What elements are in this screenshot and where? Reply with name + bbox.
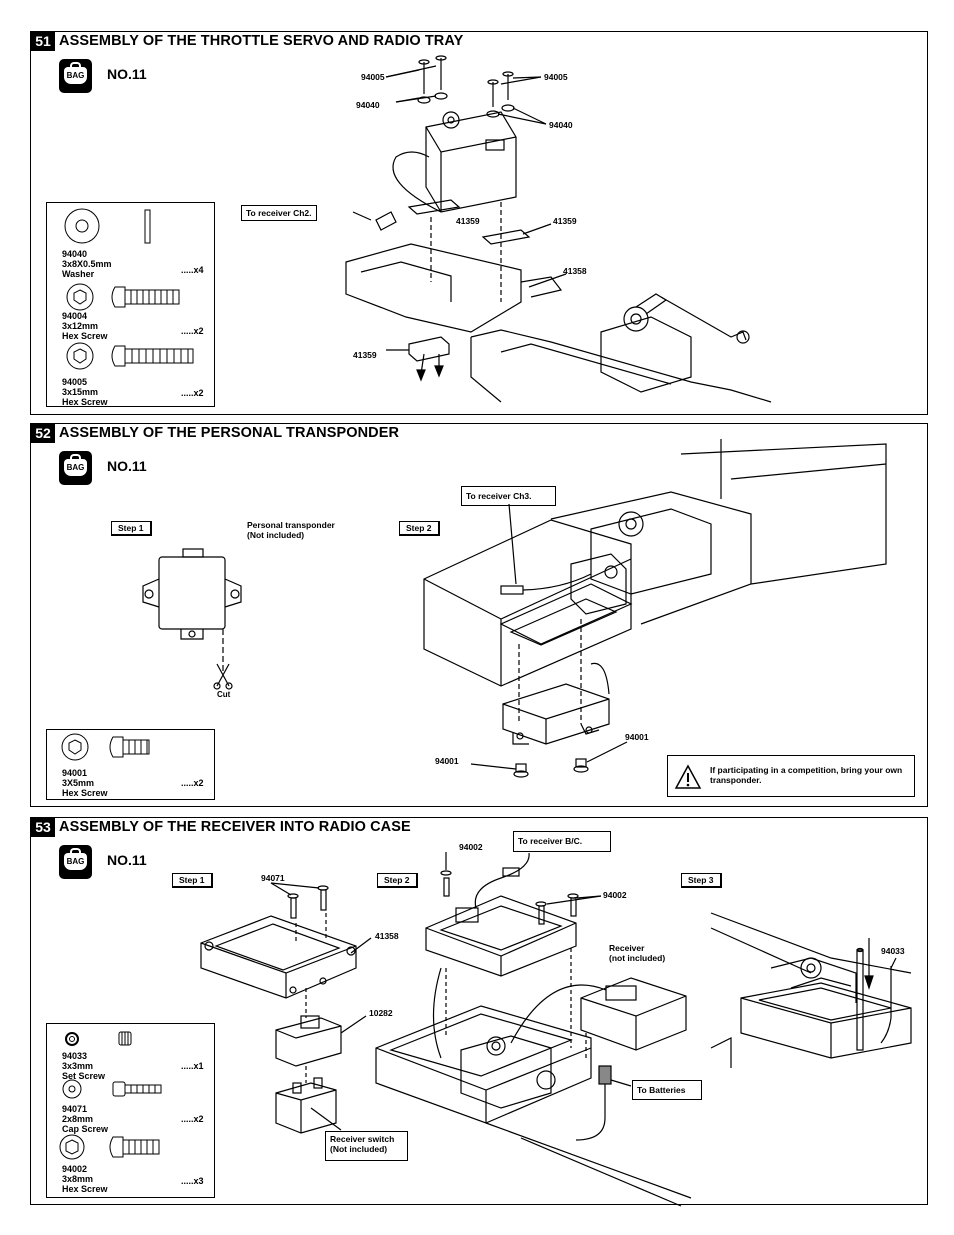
callout-94001: 94001 bbox=[435, 756, 459, 766]
step-2-tag: Step 2 bbox=[399, 521, 440, 536]
bag-icon: BAG bbox=[59, 59, 92, 93]
transponder-label: Personal transponder(Not included) bbox=[247, 520, 335, 540]
callout-94005: 94005 bbox=[544, 72, 568, 82]
parts-icons bbox=[61, 733, 150, 761]
section-number: 52 bbox=[31, 424, 55, 443]
section-title: ASSEMBLY OF THE THROTTLE SERVO AND RADIO… bbox=[59, 33, 464, 49]
bag-number: NO.11 bbox=[107, 852, 147, 868]
transponder-drawing bbox=[142, 439, 887, 778]
step-3-tag: Step 3 bbox=[681, 873, 722, 888]
receiver-drawing bbox=[200, 852, 912, 1207]
section-title: ASSEMBLY OF THE PERSONAL TRANSPONDER bbox=[59, 425, 400, 441]
section-51: 51 ASSEMBLY OF THE THROTTLE SERVO AND RA… bbox=[30, 31, 928, 415]
receiver-ch2-box: To receiver Ch2. bbox=[241, 205, 317, 221]
part-qty: .....x4 bbox=[181, 265, 204, 275]
callout-94002: 94002 bbox=[459, 842, 483, 852]
bag-icon: BAG bbox=[59, 845, 92, 879]
step-1-tag: Step 1 bbox=[172, 873, 213, 888]
callout-94033: 94033 bbox=[881, 946, 905, 956]
section-number: 53 bbox=[31, 818, 55, 837]
step-1-tag: Step 1 bbox=[111, 521, 152, 536]
part-qty: .....x1 bbox=[181, 1061, 204, 1071]
step-2-tag: Step 2 bbox=[377, 873, 418, 888]
callout-94005: 94005 bbox=[361, 72, 385, 82]
receiver-ch3-box: To receiver Ch3. bbox=[461, 486, 556, 506]
warning-box: If participating in a competition, bring… bbox=[667, 755, 915, 797]
part-qty: .....x2 bbox=[181, 1114, 204, 1124]
bag-number: NO.11 bbox=[107, 66, 147, 82]
part-qty: .....x2 bbox=[181, 388, 204, 398]
callout-94002: 94002 bbox=[603, 890, 627, 900]
section-52: 52 ASSEMBLY OF THE PERSONAL TRANSPONDER … bbox=[30, 423, 928, 807]
warning-icon bbox=[674, 764, 702, 789]
callout-41358: 41358 bbox=[563, 266, 587, 276]
parts-icons bbox=[59, 1031, 162, 1160]
bag-number: NO.11 bbox=[107, 458, 147, 474]
callout-41359: 41359 bbox=[456, 216, 480, 226]
callout-41359: 41359 bbox=[553, 216, 577, 226]
callout-10282: 10282 bbox=[369, 1008, 393, 1018]
receiver-switch-box: Receiver switch(Not included) bbox=[325, 1131, 408, 1161]
warning-text: If participating in a competition, bring… bbox=[710, 765, 903, 785]
section-title: ASSEMBLY OF THE RECEIVER INTO RADIO CASE bbox=[59, 819, 411, 835]
callout-94001: 94001 bbox=[625, 732, 649, 742]
parts-icons bbox=[64, 208, 194, 370]
receiver-bc-box: To receiver B/C. bbox=[513, 831, 611, 852]
callout-41359: 41359 bbox=[353, 350, 377, 360]
callout-94040: 94040 bbox=[549, 120, 573, 130]
part-qty: .....x2 bbox=[181, 778, 204, 788]
bag-icon: BAG bbox=[59, 451, 92, 485]
section-number: 51 bbox=[31, 32, 55, 51]
part-qty: .....x2 bbox=[181, 326, 204, 336]
to-batteries-box: To Batteries bbox=[632, 1080, 702, 1100]
section-53: 53 ASSEMBLY OF THE RECEIVER INTO RADIO C… bbox=[30, 817, 928, 1207]
cut-label: Cut bbox=[217, 690, 231, 699]
receiver-label: Receiver(not included) bbox=[609, 943, 666, 963]
servo-tray-drawing bbox=[345, 55, 772, 403]
callout-94040: 94040 bbox=[356, 100, 380, 110]
callout-41358: 41358 bbox=[375, 931, 399, 941]
part-qty: .....x3 bbox=[181, 1176, 204, 1186]
callout-94071: 94071 bbox=[261, 873, 285, 883]
